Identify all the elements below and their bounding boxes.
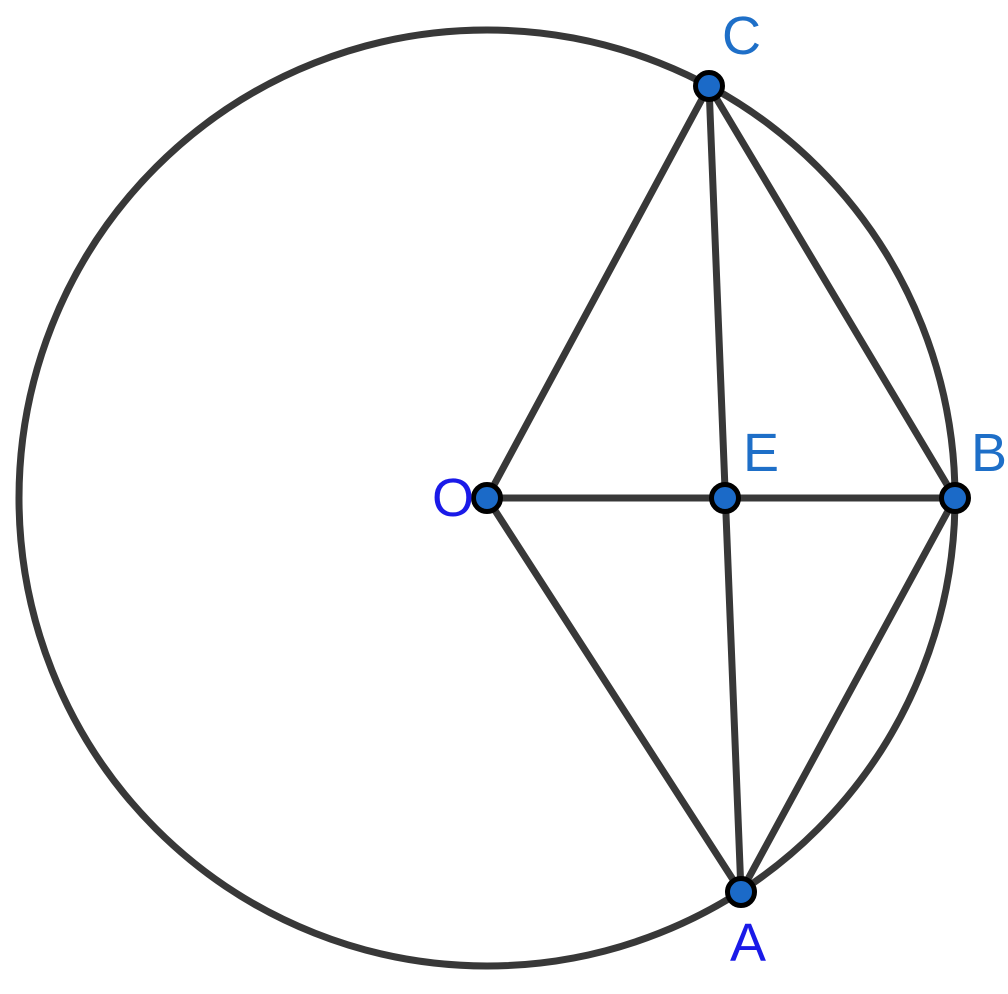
point-B — [939, 482, 971, 514]
points-layer — [471, 70, 971, 908]
point-E — [709, 482, 741, 514]
point-label-O: O — [432, 468, 474, 528]
point-O — [471, 482, 503, 514]
point-A — [725, 876, 757, 908]
segment-AB — [737, 494, 959, 896]
point-label-B: B — [971, 423, 1007, 483]
segment-OC — [483, 82, 713, 502]
segment-OA — [483, 494, 745, 896]
point-label-A: A — [730, 913, 766, 973]
segments-layer — [483, 82, 959, 896]
segment-CB — [705, 82, 959, 502]
point-label-C: C — [722, 6, 761, 66]
point-C — [693, 70, 725, 102]
point-label-E: E — [743, 423, 779, 483]
labels-layer: O E C B A — [432, 6, 1007, 973]
